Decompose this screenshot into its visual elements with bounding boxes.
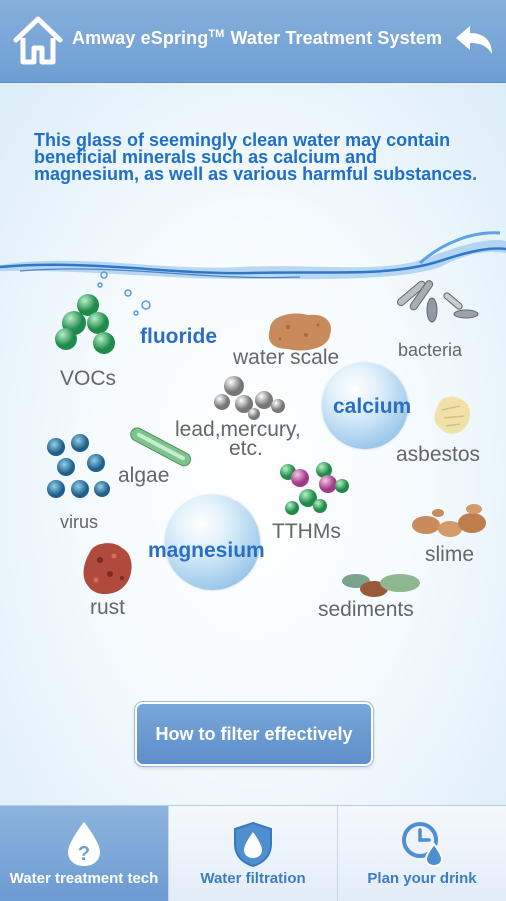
calcium-bubble	[322, 363, 408, 449]
tab-water-treatment-tech[interactable]: ? Water treatment tech	[0, 806, 168, 901]
tab-water-filtration[interactable]: Water filtration	[169, 806, 337, 901]
air-bubbles-icon	[97, 271, 151, 316]
tab-label: Plan your drink	[367, 870, 477, 887]
algae-icon	[130, 427, 192, 467]
tab-divider	[337, 806, 338, 901]
tab-plan-your-drink[interactable]: Plan your drink	[338, 806, 506, 901]
rust-icon	[83, 543, 132, 595]
sediments-icon	[342, 574, 420, 597]
tab-label: Water filtration	[200, 870, 306, 887]
label-lead-mercury-line1: lead,mercury,	[175, 418, 301, 441]
asbestos-icon	[434, 396, 471, 434]
magnesium-bubble	[165, 495, 260, 590]
label-water-scale: water scale	[233, 346, 340, 369]
water-scale-icon	[268, 313, 332, 351]
back-arrow-icon[interactable]	[452, 22, 496, 58]
label-sediments: sediments	[318, 598, 414, 621]
label-algae: algae	[118, 464, 170, 487]
label-rust: rust	[90, 596, 126, 619]
intro-text: This glass of seemingly clean water may …	[34, 130, 478, 184]
virus-icon	[47, 434, 110, 498]
vocs-molecule-icon	[55, 294, 115, 354]
label-fluoride: fluoride	[140, 325, 217, 348]
shield-drop-icon	[234, 821, 272, 868]
label-asbestos: asbestos	[396, 443, 481, 466]
label-tthms: TTHMs	[272, 520, 341, 543]
label-calcium: calcium	[333, 395, 412, 418]
label-slime: slime	[425, 543, 475, 566]
label-virus: virus	[60, 512, 99, 532]
label-lead-mercury-line2: etc.	[229, 437, 263, 460]
tthms-molecule-icon	[280, 462, 349, 515]
lead-mercury-icon	[214, 376, 285, 420]
water-surface-wave	[0, 231, 506, 280]
slime-icon	[412, 504, 486, 537]
bottom-tab-bar: ? Water treatment tech Water filtration …	[0, 805, 506, 901]
tab-divider	[168, 806, 169, 901]
svg-text:?: ?	[78, 843, 90, 865]
water-drop-question-icon: ?	[68, 822, 100, 866]
clock-drop-icon	[402, 822, 444, 868]
content-area: This glass of seemingly clean water may …	[0, 83, 506, 805]
how-to-filter-button[interactable]: How to filter effectively	[135, 702, 373, 766]
tab-label: Water treatment tech	[9, 870, 159, 887]
label-bacteria: bacteria	[398, 340, 463, 360]
bacteria-icon	[396, 280, 479, 323]
home-icon[interactable]	[12, 14, 64, 66]
label-magnesium: magnesium	[148, 539, 265, 562]
label-vocs: VOCs	[60, 367, 117, 390]
